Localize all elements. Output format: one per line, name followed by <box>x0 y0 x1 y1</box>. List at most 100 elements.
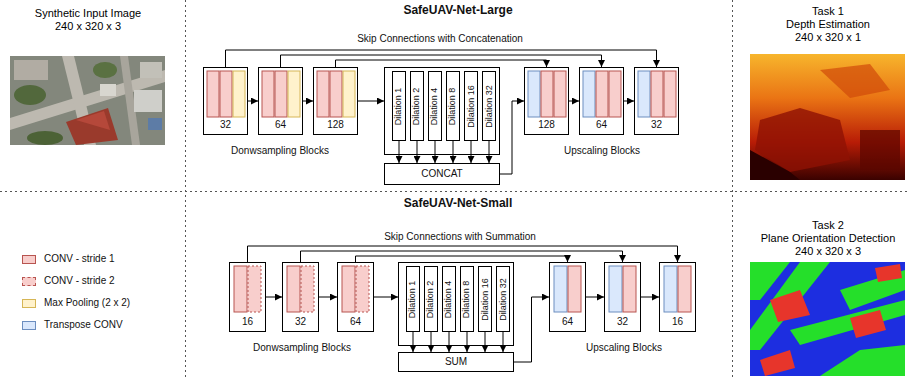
legend-item: Max Pooling (2 x 2) <box>22 297 130 309</box>
data-flow-arrow <box>453 141 454 163</box>
data-flow-arrow <box>303 101 313 102</box>
data-flow-arrow <box>569 101 579 102</box>
channel-count: 64 <box>596 119 607 131</box>
segmentation-map <box>850 310 886 338</box>
dilation-label: Dilation 1 <box>395 87 404 125</box>
dilation-group: Dilation 1 Dilation 2 Dilation 4 Dilation 8… <box>384 67 500 155</box>
legend-swatch <box>22 299 36 308</box>
dilated-conv: Dilation 8 <box>460 266 474 332</box>
layer-stripes <box>596 71 608 117</box>
legend-text: Max Pooling (2 x 2) <box>44 297 130 309</box>
depth-map <box>750 54 905 180</box>
channel-count: 32 <box>617 316 628 328</box>
data-flow-arrow <box>449 332 450 352</box>
data-flow-arrow <box>500 101 524 174</box>
dilation-label: Dilation 2 <box>413 87 422 125</box>
image-caption: 240 x 320 x 1 <box>795 31 861 44</box>
dilated-conv: Dilation 32 <box>496 266 510 332</box>
channel-count: 64 <box>350 316 361 328</box>
image-caption: 240 x 320 x 3 <box>795 245 861 258</box>
image-caption: Task 1 <box>812 5 844 18</box>
aerial-photo <box>100 84 116 96</box>
layer-stripes <box>664 266 677 312</box>
legend-item: Transpose CONV <box>22 319 123 331</box>
data-flow-arrow <box>266 297 282 298</box>
section-label: Upscaling Blocks <box>564 145 640 157</box>
depth-map <box>860 130 900 170</box>
channel-count: 16 <box>242 316 253 328</box>
label-slot: Donwsampling Blocks <box>231 145 329 157</box>
skip-connection <box>281 55 602 67</box>
depth-map <box>750 150 800 180</box>
segmentation-map <box>770 290 810 322</box>
layer-stripes <box>220 71 232 117</box>
segmentation-map <box>875 264 902 282</box>
aerial-photo <box>10 56 165 145</box>
downsampling-block: 64 <box>337 262 374 332</box>
data-flow-arrow <box>503 332 504 352</box>
aerial-photo <box>66 108 118 145</box>
legend-swatch <box>22 255 36 264</box>
section-divider <box>732 0 733 377</box>
label-slot: Upscaling Blocks <box>586 342 662 354</box>
layer-stripes <box>301 266 314 312</box>
aerial-photo <box>14 60 48 80</box>
aerial-photo <box>27 131 63 145</box>
layer-stripes <box>554 71 566 117</box>
dilation-label: Dilation 4 <box>431 87 440 125</box>
data-flow-arrow <box>624 101 634 102</box>
section-divider <box>0 191 910 192</box>
data-flow-arrow <box>489 141 490 163</box>
merge-op: CONCAT <box>384 163 500 185</box>
image-caption: Task 2 <box>812 219 844 232</box>
aerial-photo <box>10 56 165 145</box>
data-flow-arrow <box>586 297 604 298</box>
dilated-conv: Dilation 8 <box>446 71 460 141</box>
aerial-photo <box>76 111 110 130</box>
channel-count: 128 <box>327 119 344 131</box>
channel-count: 128 <box>538 119 555 131</box>
data-flow-arrow <box>514 297 549 362</box>
aerial-photo <box>93 62 117 78</box>
dilation-label: Dilation 2 <box>427 280 436 318</box>
data-flow-arrow <box>374 297 398 298</box>
dilation-label: Dilation 32 <box>485 85 494 128</box>
segmentation-map <box>750 262 905 376</box>
dilation-label: Dilation 32 <box>499 278 508 321</box>
aerial-photo <box>14 85 46 105</box>
upscaling-block: 64 <box>579 67 624 135</box>
dilation-label: Dilation 8 <box>449 87 458 125</box>
layer-stripes <box>568 266 581 312</box>
dilation-label: Dilation 1 <box>409 280 418 318</box>
aerial-photo <box>134 90 162 112</box>
layer-stripes <box>342 266 355 312</box>
upscaling-block: 16 <box>659 262 696 332</box>
layer-stripes <box>207 71 219 117</box>
label-slot: Skip Connections with Summation <box>384 231 536 243</box>
dilated-conv: Dilation 1 <box>392 71 406 141</box>
depth-map <box>750 54 905 180</box>
layer-stripes <box>554 266 567 312</box>
layer-stripes <box>678 266 691 312</box>
op-label: CONCAT <box>421 168 462 180</box>
legend-text: CONV - stride 2 <box>44 275 115 287</box>
downsampling-block: 16 <box>229 262 266 332</box>
data-flow-arrow <box>413 332 414 352</box>
data-flow-arrow <box>467 332 468 352</box>
skip-connection <box>248 246 678 262</box>
channel-count: 16 <box>672 316 683 328</box>
layer-stripes <box>317 71 329 117</box>
layer-stripes <box>609 71 621 117</box>
section-label: Donwsampling Blocks <box>231 145 329 157</box>
section-label: Upscaling Blocks <box>586 342 662 354</box>
dilated-conv: Dilation 1 <box>406 266 420 332</box>
data-flow-arrow <box>399 141 400 163</box>
data-flow-arrow <box>641 297 659 298</box>
network-title: SafeUAV-Net-Small <box>404 196 512 210</box>
layer-stripes <box>248 266 261 312</box>
image-panel: Synthetic Input Image240 x 320 x 3 <box>8 6 168 147</box>
dilation-label: Dilation 16 <box>467 85 476 128</box>
layer-stripes <box>234 266 247 312</box>
layer-stripes <box>343 71 355 117</box>
layer-stripes <box>275 71 287 117</box>
